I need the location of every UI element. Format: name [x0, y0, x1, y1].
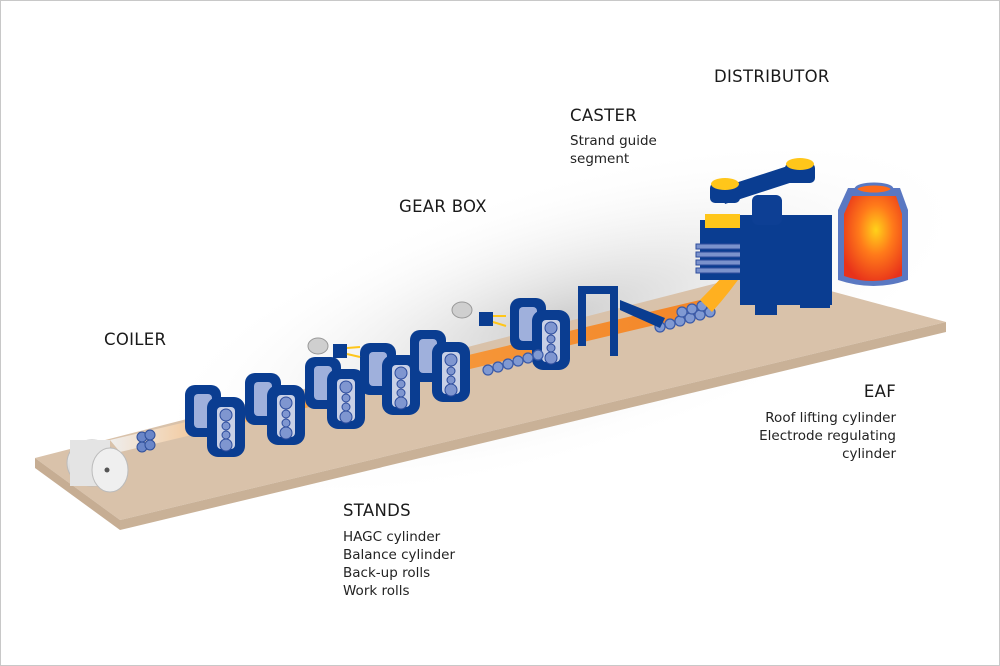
platform: [35, 272, 946, 530]
rolling-stand: [305, 357, 365, 429]
stands-detail: Back-up rolls: [343, 564, 431, 581]
rolling-stands: [185, 298, 570, 457]
gearbox-large: [451, 301, 507, 327]
eaf-detail: cylinder: [842, 445, 896, 462]
gearbox-small: [307, 337, 361, 358]
distributor-title: DISTRIBUTOR: [714, 67, 830, 86]
stands-detail: Balance cylinder: [343, 546, 456, 563]
distributor-machine: [710, 158, 815, 204]
gearbox-title: GEAR BOX: [399, 197, 487, 216]
rolling-stand: [185, 385, 245, 457]
caster-detail: Strand guide: [570, 132, 657, 149]
rolling-stand: [245, 373, 305, 445]
stands-title: STANDS: [343, 501, 411, 520]
shear: [578, 286, 665, 356]
eaf-title: EAF: [863, 382, 896, 401]
eaf-detail: Electrode regulating: [759, 427, 896, 444]
eaf-label: EAF Roof lifting cylinder Electrode regu…: [700, 382, 896, 463]
stands-detail: HAGC cylinder: [343, 528, 441, 545]
coiler-machine: [66, 429, 156, 493]
coiler-title: COILER: [104, 330, 167, 349]
eaf-furnace: [838, 182, 908, 286]
caster-machine: [695, 195, 832, 315]
caster-title: CASTER: [570, 106, 638, 125]
caster-detail: segment: [570, 150, 630, 167]
stands-label: STANDS HAGC cylinder Balance cylinder Ba…: [343, 501, 456, 600]
stands-detail: Work rolls: [343, 582, 410, 599]
caster-label: CASTER Strand guide segment: [570, 106, 657, 168]
eaf-detail: Roof lifting cylinder: [765, 409, 896, 426]
rolling-stand: [410, 330, 470, 402]
